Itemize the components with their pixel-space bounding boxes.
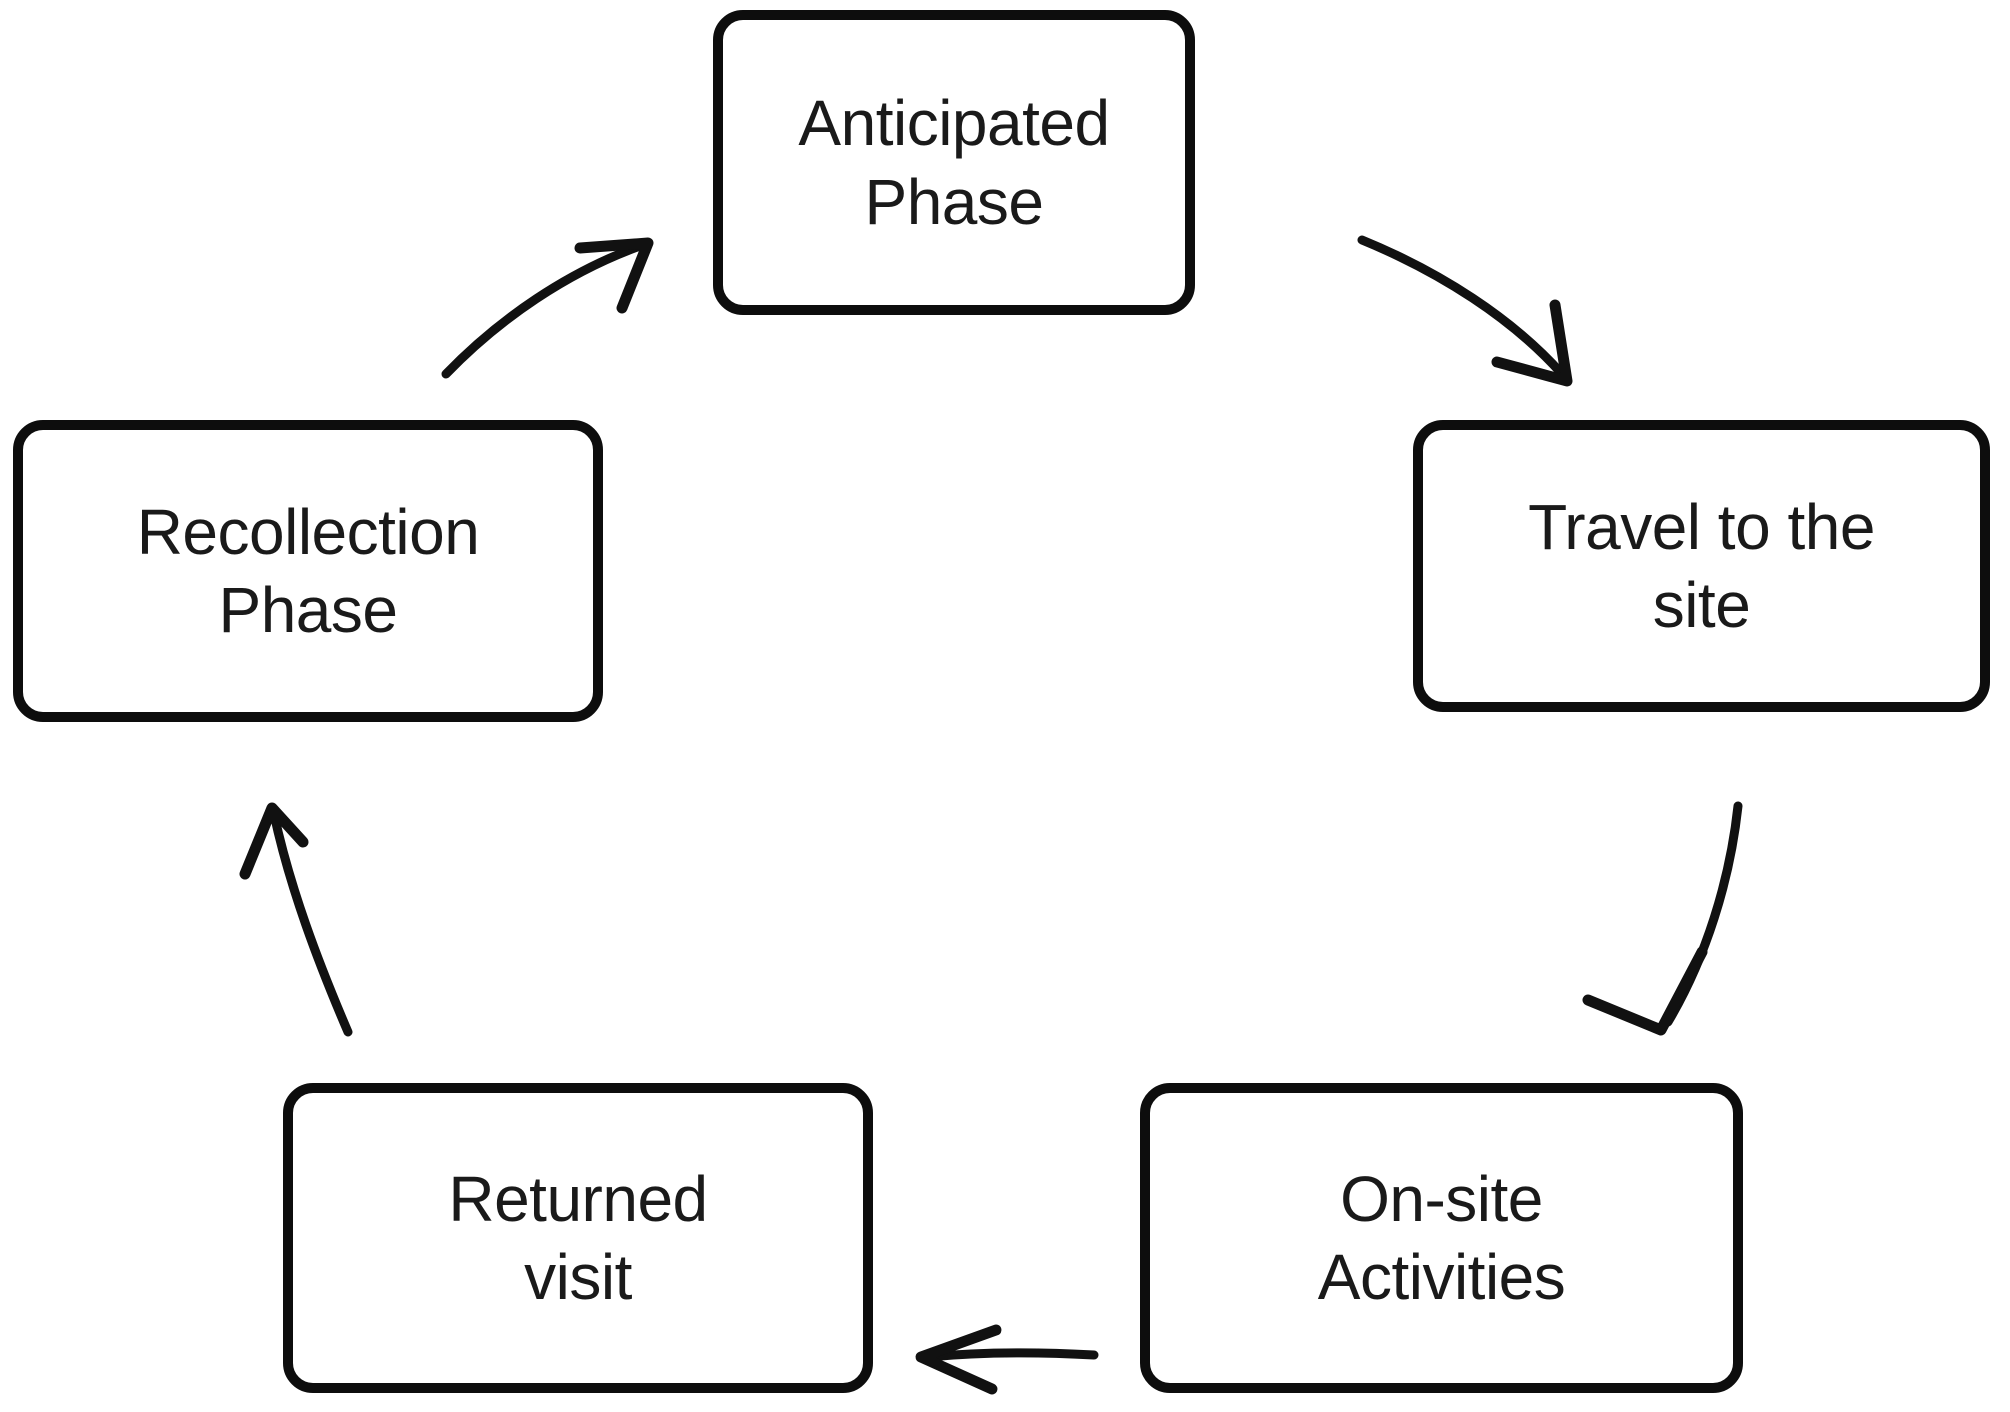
edge-travel-to-onsite [1582,801,1743,1036]
node-recollection-phase[interactable]: Recollection Phase [13,420,603,722]
node-returned-visit-label: Returned visit [448,1162,708,1313]
node-anticipated-phase-label: Anticipated Phase [798,87,1110,238]
edge-anticipated-to-travel [1357,235,1573,387]
node-anticipated-phase[interactable]: Anticipated Phase [713,10,1195,315]
node-recollection-phase-label: Recollection Phase [136,495,480,646]
edge-recollection-to-anticipated [441,237,654,379]
node-travel-to-site[interactable]: Travel to the site [1413,420,1990,712]
node-returned-visit[interactable]: Returned visit [283,1083,873,1393]
edge-onsite-to-returned [915,1324,1099,1395]
node-travel-to-site-label: Travel to the site [1528,490,1875,641]
node-on-site-activities-label: On-site Activities [1317,1162,1566,1313]
edge-returned-to-recollection [239,802,353,1037]
node-on-site-activities[interactable]: On-site Activities [1140,1083,1743,1393]
